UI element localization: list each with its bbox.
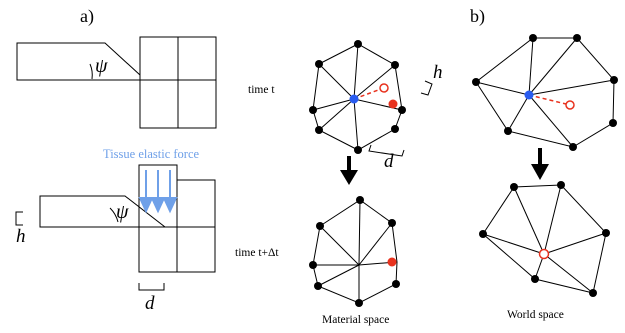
down-arrow-middle [340,156,358,185]
down-arrow-right [531,148,549,180]
target-node-open [379,83,389,93]
h-bracket-left [15,211,23,226]
tissue-grid-top [139,36,217,129]
dashed-displacement-world [528,94,567,105]
mesh-world-space-bottom-nodes [479,181,610,297]
tissue-grid-bottom [138,164,216,273]
panel-b-label: b) [470,6,485,26]
mesh-time-t-nodes [309,40,406,154]
dashed-displacement-t [353,88,382,100]
panel-a-label: a) [80,6,94,26]
world-moved-node-open [538,248,550,260]
mesh-material-space-nodes [309,196,400,307]
target-node-red [388,99,398,109]
d-bracket-mesh [368,144,405,157]
time-t-dt-label: time t+Δt [235,247,279,259]
d-label-left: d [145,293,155,314]
material-space-label: Material space [322,314,390,326]
force-label: Tissue elastic force [103,147,200,161]
mesh-world-space-top-nodes [472,34,618,151]
mesh-material-space [312,199,398,304]
mesh-world-space-top [475,37,615,148]
h-bracket-mesh [420,80,433,96]
psi-top: ψ [95,55,108,77]
h-label-left: h [16,226,26,247]
world-target-node-open [565,100,575,110]
h-label-mesh: h [433,62,443,83]
world-center-node-blue [524,90,534,100]
world-space-label: World space [507,309,564,321]
force-arrows [138,170,178,214]
moved-node-red [387,257,397,267]
psi-bottom: ψ [116,201,129,223]
d-bracket-left [138,283,165,291]
center-node-blue [349,94,359,104]
time-t-label: time t [248,84,275,96]
d-label-mesh: d [384,151,394,172]
needle-top [16,42,141,81]
mesh-world-space-bottom [482,184,607,294]
